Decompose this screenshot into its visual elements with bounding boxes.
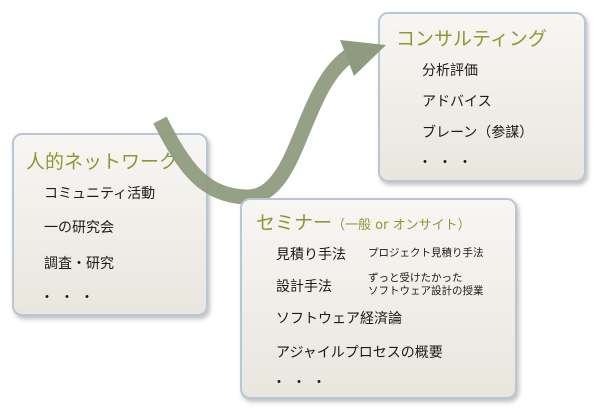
consulting-title: コンサルティング bbox=[396, 28, 547, 50]
consulting-item-brain: ブレーン（参謀） bbox=[422, 125, 534, 141]
consulting-item-advice: アドバイス bbox=[422, 94, 492, 110]
seminar-item-estimation-note: プロジェクト見積り手法 bbox=[368, 247, 484, 259]
network-item-community: コミュニティ活動 bbox=[44, 186, 156, 202]
seminar-title: セミナー（一般 or オンサイト） bbox=[256, 208, 471, 235]
seminar-item-design: 設計手法 bbox=[276, 279, 332, 295]
seminar-box: セミナー（一般 or オンサイト） 見積り手法 プロジェクト見積り手法 設計手法… bbox=[240, 198, 517, 399]
seminar-item-estimation: 見積り手法 bbox=[276, 247, 346, 263]
seminar-title-sub: （一般 or オンサイト） bbox=[332, 218, 471, 233]
seminar-title-main: セミナー bbox=[256, 212, 333, 234]
seminar-item-design-note-1: ずっと受けたかった bbox=[368, 272, 463, 284]
network-item-study-group: 一の研究会 bbox=[44, 220, 114, 236]
consulting-item-analysis: 分析評価 bbox=[422, 63, 478, 79]
consulting-box: コンサルティング 分析評価 アドバイス ブレーン（参謀） ・・・ bbox=[378, 12, 586, 182]
seminar-item-more: ・・・ bbox=[272, 375, 332, 391]
consulting-item-more: ・・・ bbox=[418, 155, 478, 171]
network-item-research: 調査・研究 bbox=[44, 256, 114, 272]
network-item-more: ・・・ bbox=[40, 290, 100, 306]
seminar-item-economics: ソフトウェア経済論 bbox=[276, 311, 402, 327]
network-box: 人的ネットワーク コミュニティ活動 一の研究会 調査・研究 ・・・ bbox=[12, 133, 208, 316]
seminar-item-agile: アジャイルプロセスの概要 bbox=[276, 345, 443, 361]
network-title: 人的ネットワーク bbox=[26, 151, 179, 173]
seminar-item-design-note-2: ソフトウェア設計の授業 bbox=[368, 285, 484, 297]
